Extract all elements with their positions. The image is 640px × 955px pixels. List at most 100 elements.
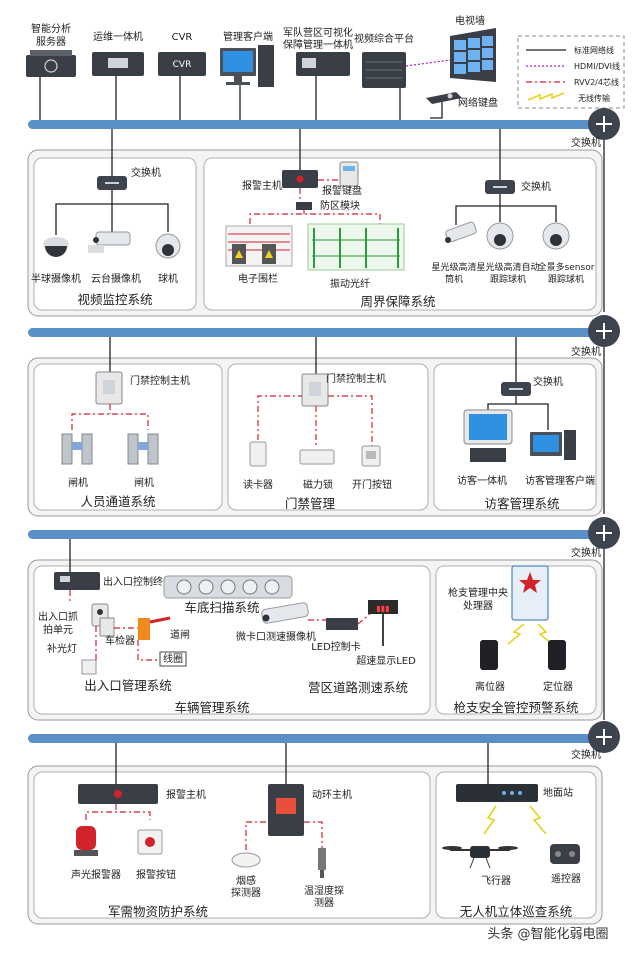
panoramic-label-1: 全景多sensor [538, 261, 595, 273]
visitor-box [433, 363, 597, 511]
visitor-client-pc [530, 430, 576, 460]
gun-central-processor [511, 565, 549, 621]
temp-sensor-label-1: 温湿度探 [304, 884, 344, 897]
core-switch-2 [588, 315, 620, 347]
starlight-ptz-label-2: 跟踪球机 [490, 273, 526, 285]
alarm-host-label: 报警主机 [242, 179, 282, 192]
departure-detector [480, 640, 498, 670]
zone-module-label: 防区模块 [320, 199, 360, 212]
ground-loop-label: 线圈 [163, 652, 183, 665]
alarm-host [282, 170, 318, 188]
undercarriage-scanner [163, 575, 293, 599]
military-box [33, 771, 431, 919]
vibration-fiber-label: 振动光纤 [330, 277, 370, 290]
capture-unit-label-1: 出入口抓 [38, 610, 78, 623]
entry-control-terminal [54, 572, 100, 590]
video-switch-label: 交换机 [131, 166, 161, 179]
perimeter-system-title: 周界保障系统 [360, 294, 435, 309]
legend-wireless: 无线传输 [578, 93, 610, 103]
military-system-title: 军需物资防护系统 [108, 904, 208, 919]
hdmi-link [405, 59, 451, 67]
network-keyboard-label: 网络键盘 [458, 96, 498, 109]
siren-strobe [74, 826, 98, 856]
led-card-label: LED控制卡 [311, 640, 361, 653]
analysis-server-label-1: 智能分析 [31, 22, 71, 35]
alarm-keyboard [339, 161, 359, 187]
personnel-system-title: 人员通道系统 [80, 494, 155, 509]
tv-wall [450, 28, 496, 82]
legend-rvv: RVV2/4芯线 [574, 77, 619, 87]
drone-system-title: 无人机立体巡查系统 [460, 904, 573, 919]
visitor-kiosk-label: 访客一体机 [457, 474, 507, 487]
starlight-bullet-label-2: 筒机 [445, 273, 463, 285]
network-bus-1 [28, 120, 598, 129]
dome-camera-label: 半球摄像机 [31, 272, 81, 285]
starlight-ptz-dome [486, 222, 514, 250]
turnstile-2 [127, 433, 159, 465]
barrier-gate [138, 616, 171, 640]
management-client-label: 管理客户端 [223, 30, 273, 43]
barrier-gate-label: 道闸 [170, 628, 190, 641]
access-host-label: 门禁控制主机 [326, 372, 386, 385]
core-switch-3 [588, 517, 620, 549]
smoke-detector [231, 852, 261, 868]
video-system-title: 视频监控系统 [77, 292, 152, 307]
perimeter-switch [485, 180, 515, 194]
alarm-keyboard-label: 报警键盘 [322, 184, 362, 197]
access-system-title: 门禁管理 [285, 496, 336, 511]
environment-host [268, 784, 304, 836]
legend: 标准网络线 HDMI/DVI线 RVV2/4芯线 无线传输 [517, 35, 625, 109]
starlight-ptz-label-1: 星光级高清自动 [476, 261, 539, 273]
card-reader-label: 读卡器 [243, 478, 273, 491]
ops-machine [92, 52, 144, 76]
speed-dome-label: 球机 [158, 272, 178, 285]
dome-camera [43, 237, 69, 257]
zone-module [296, 202, 312, 210]
capture-unit-label-2: 拍单元 [43, 623, 73, 636]
security-machine-label-1: 军队营区可视化 [283, 26, 353, 39]
temp-humidity-sensor [318, 848, 326, 878]
core-switch-4 [588, 721, 620, 753]
video-platform-label: 视频综合平台 [354, 32, 414, 45]
cvr-label: CVR [172, 32, 193, 43]
drone-box [435, 771, 597, 919]
cvr-badge: CVR [173, 60, 192, 70]
gun-processor-label-1: 枪支管理中央 [448, 586, 508, 599]
visitor-system-title: 访客管理系统 [484, 496, 559, 511]
smoke-detector-label-2: 探测器 [231, 886, 261, 899]
watermark-text: 头条 @智能化弱电圈 [487, 926, 608, 942]
personnel-access-host [95, 371, 123, 405]
management-client [220, 45, 274, 87]
panic-button [137, 829, 163, 855]
entry-system-title: 出入口管理系统 [84, 678, 172, 693]
legend-hdmi: HDMI/DVI线 [574, 61, 620, 71]
svg-text:▮▮▮: ▮▮▮ [376, 604, 389, 613]
departure-detector-label: 离位器 [475, 680, 505, 693]
smoke-detector-label-1: 烟感 [236, 874, 256, 887]
road-system-title: 营区道路测速系统 [308, 680, 408, 695]
fill-light-label: 补光灯 [47, 642, 77, 655]
environment-host-label: 动环主机 [312, 788, 352, 801]
exit-button-label: 开门按钮 [352, 478, 392, 491]
remote-controller-label: 遥控器 [551, 872, 581, 885]
legend-standard-net: 标准网络线 [574, 45, 614, 55]
core-switch-4-label: 交换机 [571, 748, 601, 761]
core-switch-1-label: 交换机 [571, 136, 601, 149]
magnetic-lock [299, 449, 335, 465]
speed-dome-camera [155, 233, 181, 259]
ops-machine-label: 运维一体机 [93, 30, 143, 43]
led-control-card [326, 618, 358, 630]
security-integrated-machine [296, 52, 350, 76]
network-keyboard [426, 92, 462, 104]
network-bus-4 [28, 734, 598, 743]
gun-system-title: 枪支安全管控预警系统 [453, 700, 578, 715]
security-machine-label-2: 保障管理一体机 [283, 38, 353, 51]
entry-terminal-label: 出入口控制终端 [103, 575, 173, 588]
ptz-camera [88, 231, 131, 253]
scan-system-title: 车底扫描系统 [184, 600, 259, 615]
panoramic-label-2: 跟踪球机 [548, 273, 584, 285]
video-platform [362, 52, 406, 88]
cvr-device: CVR [158, 52, 206, 76]
network-bus-2 [28, 328, 598, 337]
